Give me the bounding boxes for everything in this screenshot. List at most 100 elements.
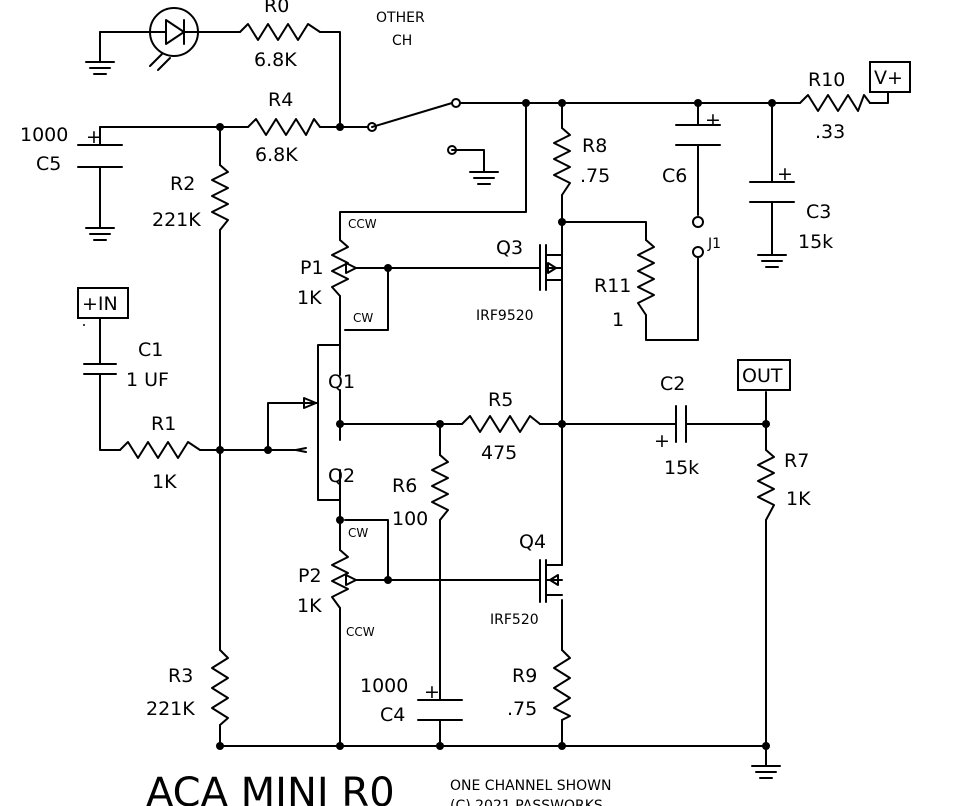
r11-ref: R11 <box>594 275 631 297</box>
c2-capacitor <box>661 405 693 443</box>
input-terminal <box>77 287 129 319</box>
p1-cw: CW <box>353 311 373 325</box>
r0-ref: R0 <box>264 0 289 17</box>
q4-ref: Q4 <box>519 531 546 553</box>
wires <box>99 31 889 767</box>
r9-resistor <box>553 649 571 721</box>
q2-jfet <box>295 443 319 461</box>
ground-icon <box>469 171 499 185</box>
r2-value: 221K <box>152 209 201 231</box>
r7-ref: R7 <box>784 450 809 472</box>
output-terminal <box>737 359 791 391</box>
junction-dots <box>216 99 776 750</box>
r3-resistor <box>211 649 229 726</box>
q3-mosfet <box>539 244 563 291</box>
channel-note: ONE CHANNEL SHOWN <box>450 778 611 794</box>
q3-part: IRF9520 <box>476 308 534 324</box>
c2-value: 15k <box>664 457 699 479</box>
input-label: +IN <box>82 293 118 315</box>
r0-value: 6.8K <box>254 49 297 71</box>
p2-value: 1K <box>297 595 322 617</box>
other-ch-line1: OTHER <box>376 10 425 26</box>
r9-ref: R9 <box>512 665 537 687</box>
r0-resistor <box>239 23 321 41</box>
r8-value: .75 <box>580 165 610 187</box>
c6-plus: + <box>705 109 721 131</box>
q3-ref: Q3 <box>496 237 523 259</box>
p2-ccw: CCW <box>346 625 375 639</box>
p2-ref: P2 <box>298 565 322 587</box>
r4-ref: R4 <box>268 89 293 111</box>
p2-cw: CW <box>348 526 368 540</box>
copyright-note: (C) 2021 PASSWORKS <box>450 798 603 806</box>
p1-pot <box>331 239 357 297</box>
r9-value: .75 <box>507 698 537 720</box>
vplus-terminal <box>869 61 911 93</box>
j1-jumper <box>692 216 704 258</box>
c6-ref: C6 <box>662 165 687 187</box>
r2-resistor <box>211 164 229 231</box>
r5-resistor <box>461 415 541 433</box>
c2-plus: + <box>654 430 670 452</box>
c5-ref: C5 <box>36 153 61 175</box>
r11-value: 1 <box>612 309 624 331</box>
output-label: OUT <box>742 365 783 387</box>
r3-value: 221K <box>146 698 195 720</box>
r5-value: 475 <box>481 442 517 464</box>
c5-value: 1000 <box>20 124 68 146</box>
channel-switch <box>367 122 457 155</box>
r4-resistor <box>247 118 321 136</box>
r7-value: 1K <box>786 488 811 510</box>
r7-resistor <box>757 449 775 521</box>
c4-ref: C4 <box>380 704 405 726</box>
j1-ref: J1 <box>707 236 721 252</box>
c5-plus: + <box>86 126 102 148</box>
q2-ref: Q2 <box>328 465 355 487</box>
r1-ref: R1 <box>151 413 176 435</box>
r10-resistor <box>799 94 871 112</box>
r8-ref: R8 <box>582 135 607 157</box>
r4-value: 6.8K <box>255 144 298 166</box>
c1-value: 1 UF <box>126 369 169 391</box>
r2-ref: R2 <box>170 173 195 195</box>
ground-icon <box>85 227 115 241</box>
q1-ref: Q1 <box>328 371 355 393</box>
p1-value: 1K <box>297 287 322 309</box>
c6-capacitor <box>675 124 721 146</box>
schematic-title: ACA MINI R0 <box>146 770 395 806</box>
led-indicator <box>149 7 199 71</box>
c4-plus: + <box>424 681 440 703</box>
vplus-label: V+ <box>874 67 903 89</box>
r5-ref: R5 <box>488 389 513 411</box>
ground-icon <box>757 254 787 268</box>
ground-icon <box>751 765 781 779</box>
c1-capacitor <box>83 324 117 381</box>
r10-ref: R10 <box>808 69 845 91</box>
q4-part: IRF520 <box>490 612 539 628</box>
r1-resistor <box>119 441 201 459</box>
q4-mosfet <box>539 559 563 603</box>
c3-capacitor <box>749 181 795 203</box>
r6-ref: R6 <box>392 475 417 497</box>
ground-icon <box>85 61 115 75</box>
other-ch-line2: CH <box>392 33 412 49</box>
r6-resistor <box>431 454 449 521</box>
r6-value: 100 <box>392 508 428 530</box>
c4-value: 1000 <box>360 675 408 697</box>
q1-jfet <box>303 394 319 413</box>
r11-resistor <box>637 239 655 316</box>
p1-ref: P1 <box>300 257 324 279</box>
c3-plus: + <box>777 163 793 185</box>
r8-resistor <box>553 127 571 196</box>
p2-pot <box>331 549 357 609</box>
r3-ref: R3 <box>168 665 193 687</box>
c3-ref: C3 <box>806 201 831 223</box>
r10-value: .33 <box>815 121 845 143</box>
c4-capacitor <box>417 699 463 721</box>
c3-value: 15k <box>798 231 833 253</box>
c5-capacitor <box>77 144 123 168</box>
c1-ref: C1 <box>138 339 163 361</box>
c2-ref: C2 <box>660 373 685 395</box>
p1-ccw: CCW <box>348 217 377 231</box>
